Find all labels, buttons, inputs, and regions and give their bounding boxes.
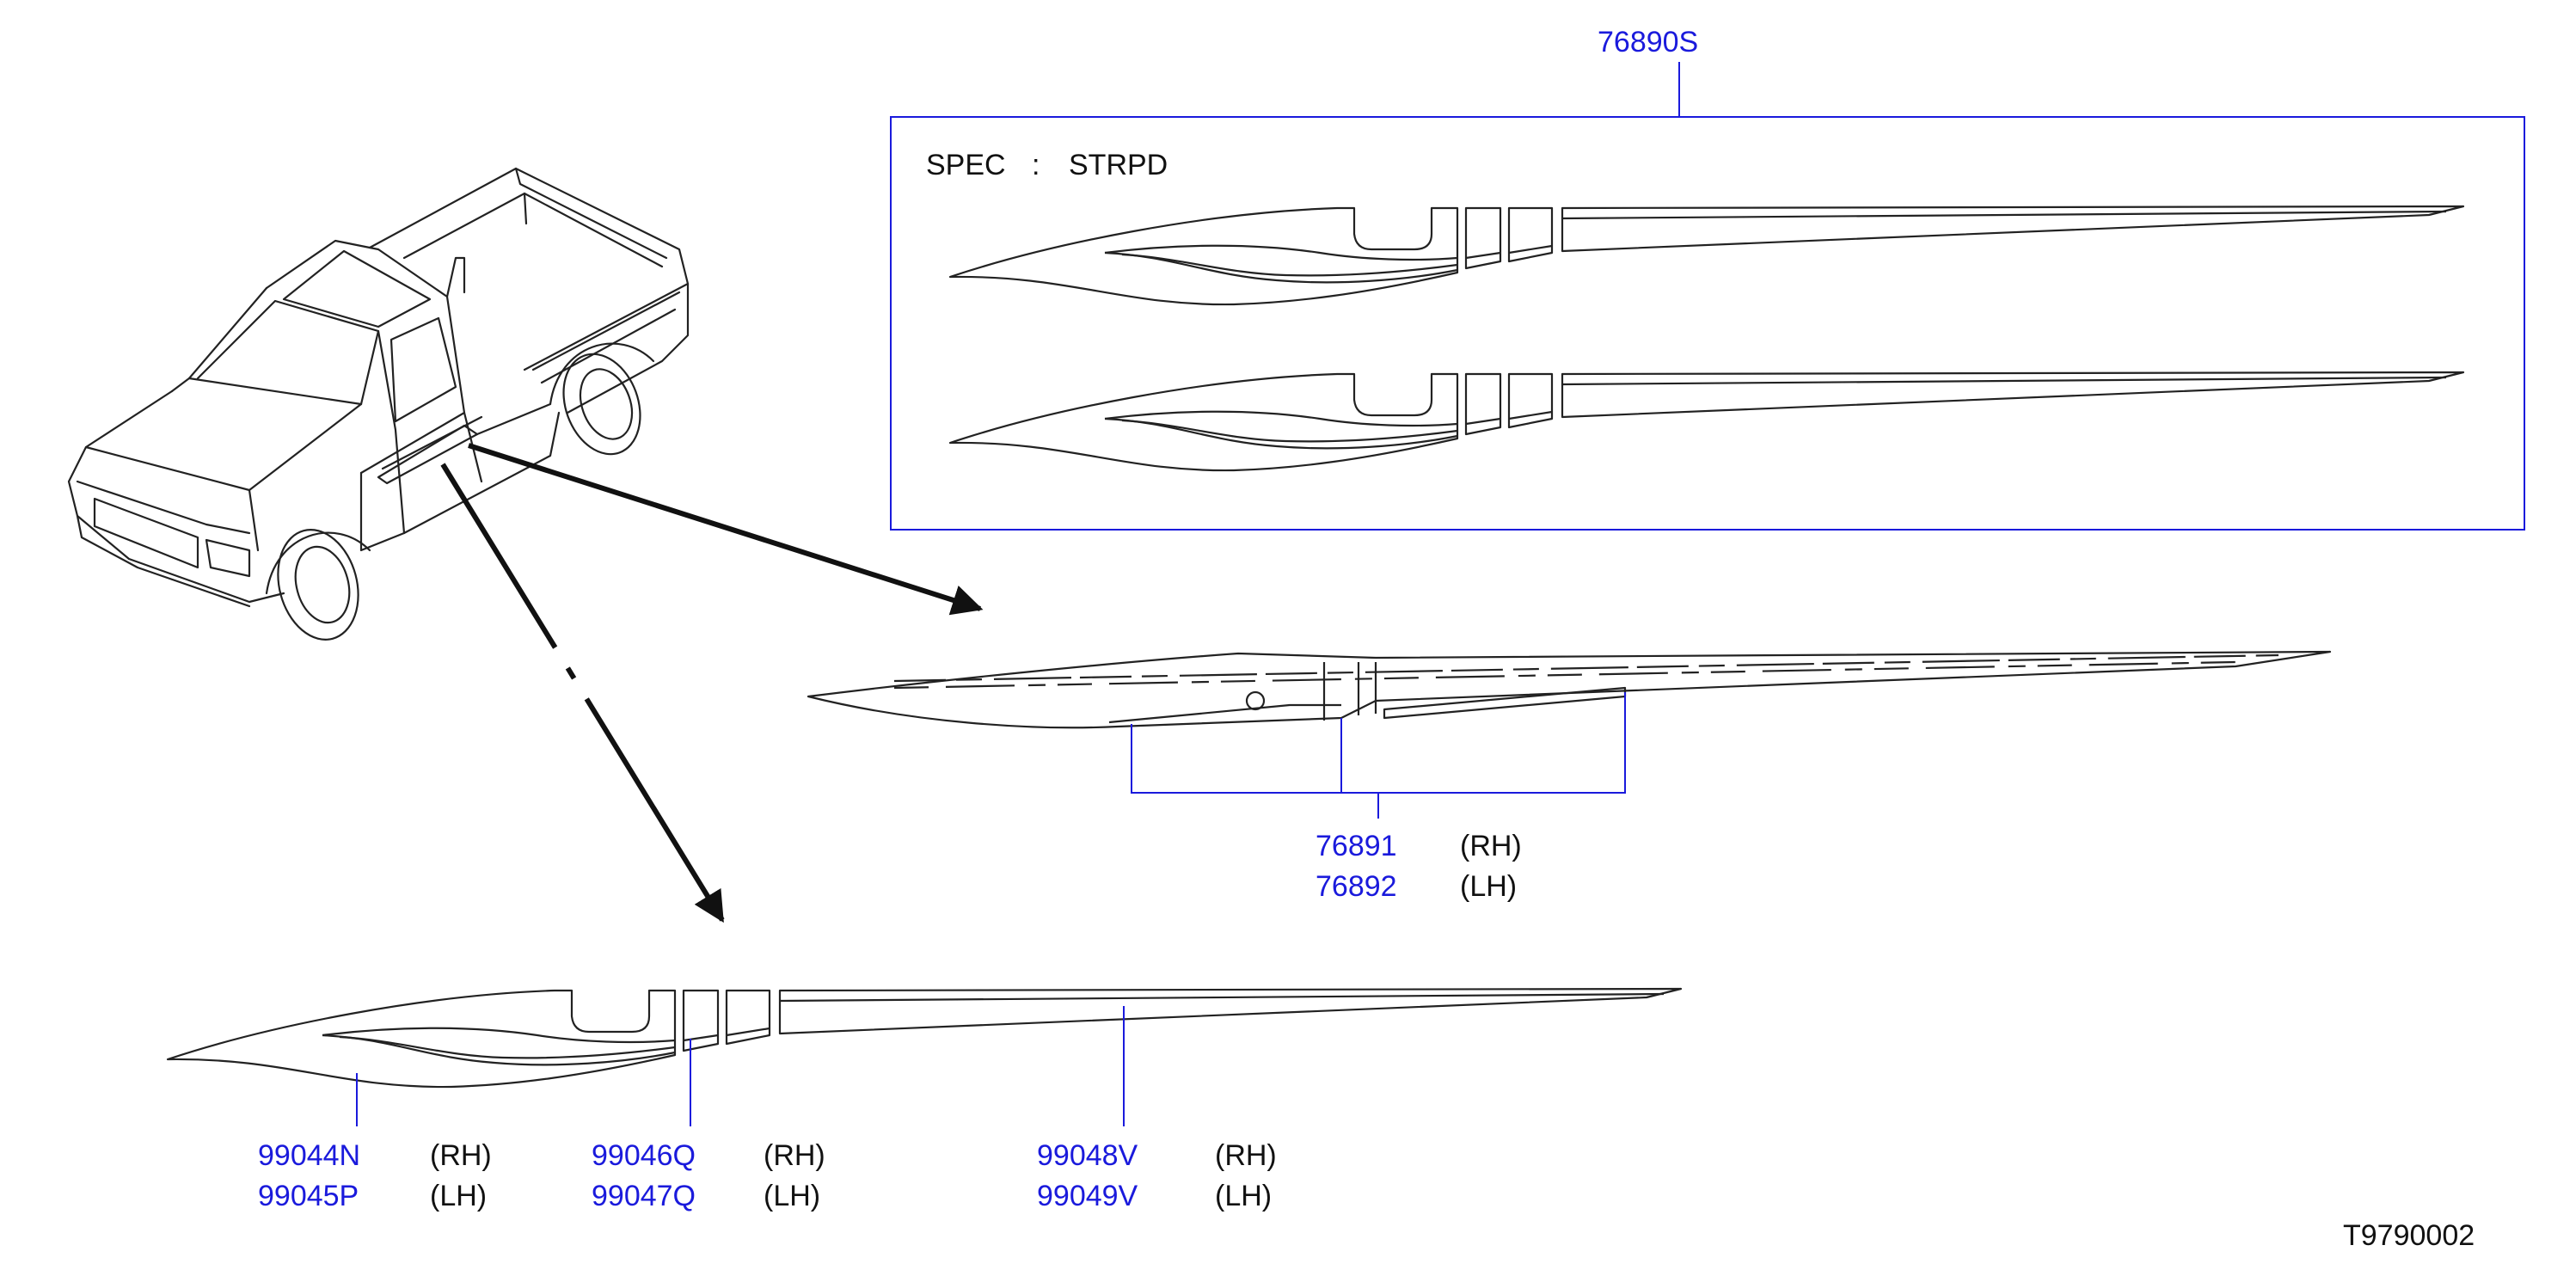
middle-stripe-drawing — [807, 650, 2332, 729]
middle-part-number-1: 76891 — [1316, 830, 1397, 862]
bottom-part-number-1a: 99044N — [258, 1139, 360, 1172]
arrow-to-middle-stripe — [468, 443, 984, 616]
stripe-lh-drawing — [948, 371, 2465, 472]
spec-value: STRPD — [1069, 149, 1168, 181]
spec-label: SPEC — [926, 149, 1006, 181]
bottom-part-number-2b: 99047Q — [592, 1180, 696, 1212]
bottom-stripe-drawing — [166, 987, 1683, 1089]
middle-callout-bracket — [1131, 692, 1626, 819]
bottom-side-1a: (RH) — [430, 1139, 492, 1172]
spec-separator: : — [1032, 149, 1040, 181]
bottom-side-3a: (RH) — [1215, 1139, 1277, 1172]
pickup-truck-illustration — [67, 167, 690, 641]
middle-side-1: (RH) — [1460, 830, 1522, 862]
stripe-rh-drawing — [948, 205, 2465, 306]
bottom-part-number-1b: 99045P — [258, 1180, 359, 1212]
assembly-part-number: 76890S — [1598, 26, 1698, 58]
bottom-side-1b: (LH) — [430, 1180, 487, 1212]
bottom-part-number-2a: 99046Q — [592, 1139, 696, 1172]
bottom-side-3b: (LH) — [1215, 1180, 1272, 1212]
bottom-part-number-3b: 99049V — [1037, 1180, 1138, 1212]
middle-part-number-2: 76892 — [1316, 870, 1397, 903]
assembly-box — [890, 116, 2525, 531]
bottom-side-2b: (LH) — [764, 1180, 820, 1212]
arrow-to-bottom-stripe — [440, 463, 725, 923]
middle-side-2: (LH) — [1460, 870, 1517, 903]
diagram-id: T9790002 — [2343, 1219, 2475, 1252]
bottom-side-2a: (RH) — [764, 1139, 825, 1172]
bottom-part-number-3a: 99048V — [1037, 1139, 1138, 1172]
